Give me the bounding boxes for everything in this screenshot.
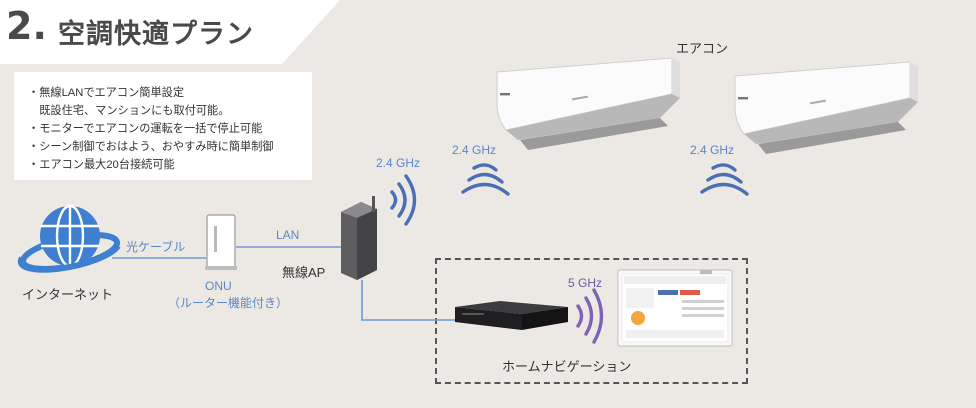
- wifi-wave-icon: [576, 288, 604, 344]
- ap-to-navigation-line: [361, 280, 456, 321]
- feature-item: ・モニターでエアコンの運転を一括で停止可能: [28, 123, 263, 135]
- globe-icon: [17, 204, 121, 273]
- wifi-wave-icon: [390, 174, 417, 226]
- onu-label: ONU: [205, 279, 232, 293]
- air-conditioner-unit: [734, 61, 918, 154]
- onu-sublabel: （ルーター機能付き）: [168, 296, 289, 310]
- lan-label: LAN: [276, 228, 300, 242]
- section-number: 2.: [6, 4, 47, 48]
- frequency-label-aircon: 2.4 GHz: [452, 143, 497, 157]
- feature-item: ・シーン制御でおはよう、おやすみ時に簡単制御: [28, 141, 274, 153]
- home-navigation-monitor: [617, 269, 733, 347]
- wifi-wave-icon: [461, 163, 510, 196]
- feature-item: ・エアコン最大20台接続可能: [28, 159, 175, 171]
- wifi-wave-icon: [700, 163, 749, 196]
- connection-lines: [112, 246, 456, 321]
- wireless-ap-label: 無線AP: [282, 265, 326, 280]
- frequency-label-ap: 2.4 GHz: [376, 156, 421, 170]
- navigation-hub-device: [455, 301, 568, 330]
- feature-box: [14, 72, 312, 180]
- feature-item: ・無線LANでエアコン簡単設定: [28, 87, 185, 99]
- aircon-label: エアコン: [676, 41, 729, 56]
- onu-device: [205, 214, 237, 270]
- frequency-label-navigation: 5 GHz: [568, 276, 603, 290]
- internet-label: インターネット: [22, 287, 114, 302]
- fiber-cable-label: 光ケーブル: [126, 240, 186, 254]
- home-navigation-label: ホームナビゲーション: [502, 359, 632, 374]
- feature-list: ・無線LANでエアコン簡単設定 既設住宅、マンションにも取付可能。 ・モニターで…: [28, 84, 274, 174]
- wireless-ap-device: [341, 196, 377, 280]
- feature-item: 既設住宅、マンションにも取付可能。: [28, 105, 230, 117]
- air-conditioner-unit: [496, 57, 680, 150]
- frequency-label-aircon: 2.4 GHz: [690, 143, 735, 157]
- page-title: 空調快適プラン: [58, 19, 254, 50]
- title-tab: [0, 0, 340, 64]
- home-navigation-group: [435, 258, 748, 384]
